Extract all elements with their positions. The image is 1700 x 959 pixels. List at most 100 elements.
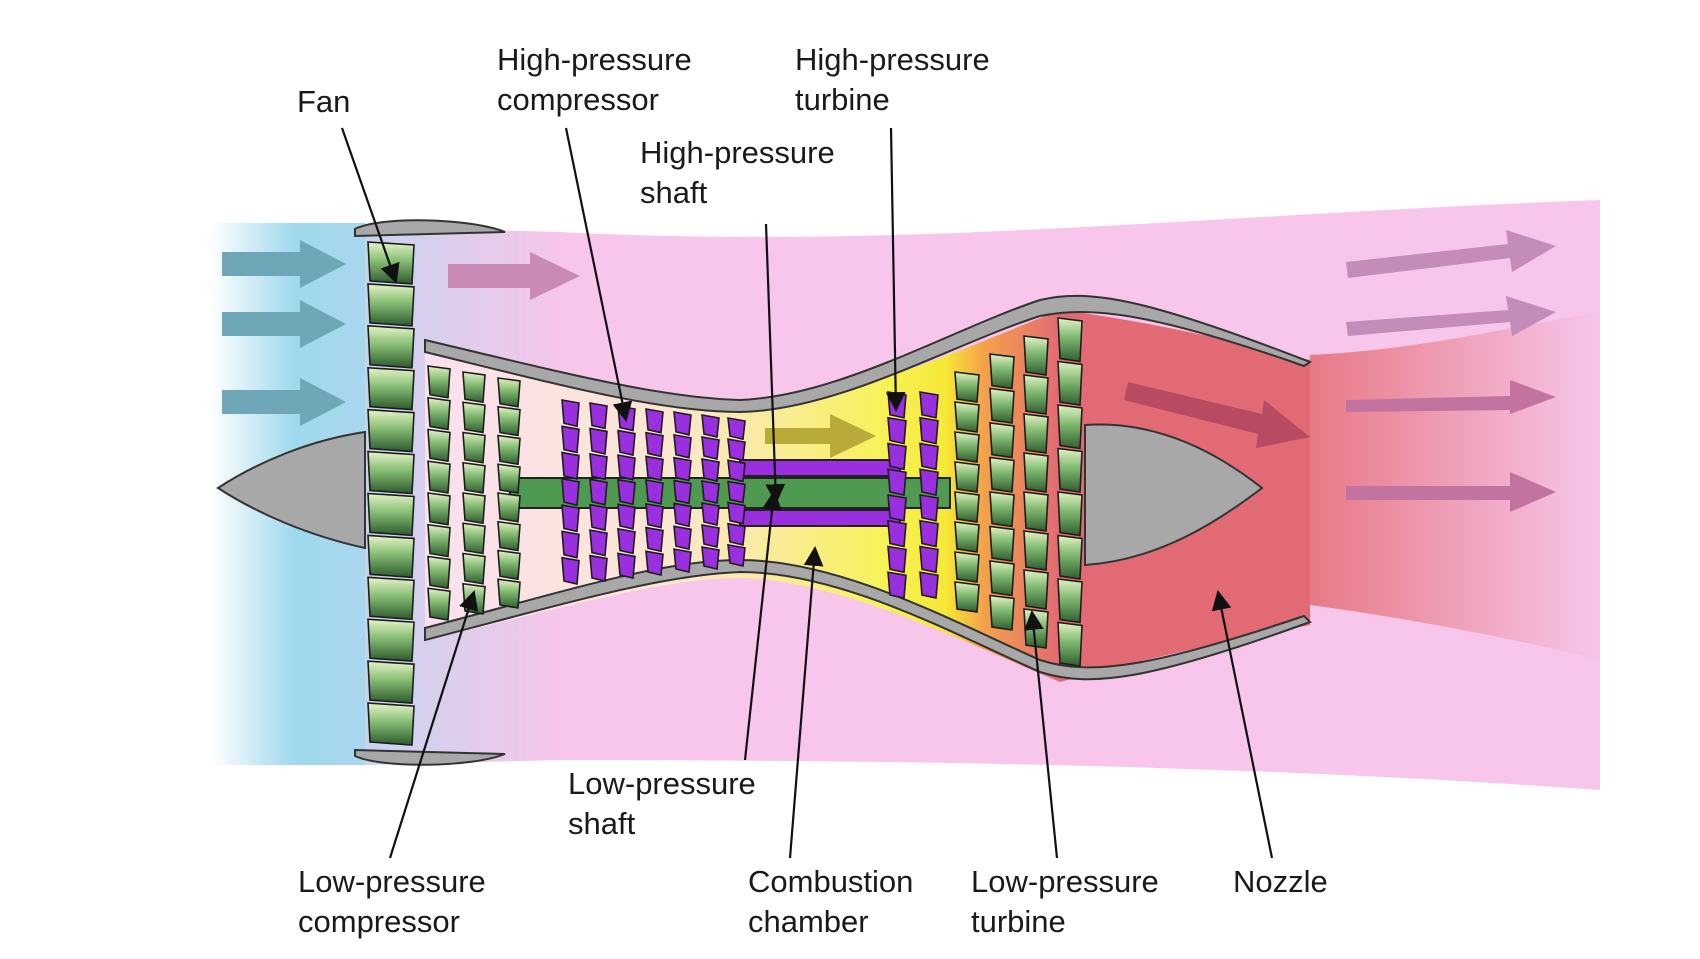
hpc-blade xyxy=(617,478,636,506)
lpt-blade xyxy=(954,431,980,463)
hpc-blade xyxy=(617,552,636,579)
hpc-blade xyxy=(645,502,664,529)
leader-lines xyxy=(340,127,1274,859)
hpc-blade xyxy=(673,411,692,436)
lpt-blade xyxy=(954,521,980,553)
lpc-blade xyxy=(427,365,451,399)
hpc-blade xyxy=(561,451,580,480)
lpt-blade xyxy=(989,525,1015,562)
lpc-blade xyxy=(462,522,486,555)
lpc-blade xyxy=(427,428,451,463)
lpc-blade xyxy=(497,520,521,552)
hpc-blade xyxy=(561,556,580,585)
lpc-blade xyxy=(427,396,451,431)
lpt-blade xyxy=(989,422,1015,459)
hpt-blade xyxy=(919,442,939,471)
exhaust-arrows-lower xyxy=(1346,380,1556,512)
hpc-blade xyxy=(617,429,636,457)
exhaust-arrows xyxy=(1346,230,1556,336)
hpc-blade xyxy=(589,529,608,557)
hpt-blade xyxy=(887,545,907,574)
hpt-blade xyxy=(919,571,939,599)
lpc-blade xyxy=(462,461,486,494)
hpt-blade xyxy=(887,468,907,496)
hpt-blade xyxy=(919,416,939,445)
label-low-pressure-turbine: Low-pressure turbine xyxy=(971,864,1167,939)
hpc-blade xyxy=(673,548,692,573)
lpt-blade xyxy=(1023,530,1049,571)
hpt-blade xyxy=(919,519,939,548)
hpc-blade xyxy=(561,399,580,428)
hpc-blade xyxy=(561,504,580,533)
label-high-pressure-turbine: High-pressure turbine xyxy=(795,42,998,117)
lpt-blade xyxy=(989,560,1015,597)
hpt-leader xyxy=(885,127,906,412)
low-pressure-compressor-blades xyxy=(427,365,521,621)
fan-blade xyxy=(367,241,415,285)
exhaust-arrow-icon xyxy=(1346,230,1556,278)
lpt-blade xyxy=(954,491,980,523)
hpc-blade xyxy=(589,554,608,582)
bypass-arrow-icon xyxy=(448,252,580,300)
lpc-blade xyxy=(497,492,521,523)
hpc-blade xyxy=(589,402,608,430)
hpc-blade xyxy=(673,433,692,459)
lpt-blade xyxy=(954,581,980,613)
label-high-pressure-shaft: High-pressure shaft xyxy=(640,135,843,210)
lpc-blade xyxy=(497,578,521,609)
high-pressure-compressor-blades xyxy=(561,399,746,585)
fan-blades xyxy=(367,241,415,746)
fan-blade xyxy=(367,450,415,495)
lpt-blade xyxy=(1023,569,1049,610)
hpc-blade xyxy=(673,525,692,551)
lpt-blade xyxy=(1057,360,1083,406)
fan-blade xyxy=(367,618,415,663)
exhaust-arrow-icon xyxy=(1346,472,1556,512)
fan-blade xyxy=(367,492,415,537)
hpc-blade xyxy=(617,503,636,530)
label-low-pressure-shaft: Low-pressure shaft xyxy=(568,766,764,841)
core-casing-top xyxy=(424,294,1313,414)
lpt-blade xyxy=(1057,317,1083,363)
lpt-blade xyxy=(989,594,1015,631)
hpc-blade xyxy=(561,477,580,507)
hpt-blade xyxy=(887,416,907,445)
lpc-blade xyxy=(462,582,486,615)
lpc-blade xyxy=(462,492,486,525)
flow-arrows xyxy=(222,230,1556,512)
fan-blade xyxy=(367,702,415,746)
fan-blade xyxy=(367,576,415,621)
lpt-blade xyxy=(1023,491,1049,532)
hpc-blade xyxy=(727,417,746,441)
hpc-blade xyxy=(645,408,664,434)
fan-blade xyxy=(367,324,415,369)
fan-blade xyxy=(367,660,415,704)
fan-blade xyxy=(367,408,415,453)
label-fan: Fan xyxy=(297,84,350,119)
intake-arrow-icon xyxy=(222,378,346,426)
label-high-pressure-compressor: High-pressure compressor xyxy=(497,42,700,117)
lpt-blade xyxy=(954,401,980,433)
high-pressure-shaft-top xyxy=(739,459,901,477)
lpt-blade xyxy=(1057,491,1083,537)
lpt-blade xyxy=(1023,374,1049,415)
intake-arrows xyxy=(222,240,346,426)
hpc-blade xyxy=(727,522,746,546)
hpc-blade xyxy=(701,546,720,570)
lpt-blade xyxy=(989,387,1015,424)
lpt-blade xyxy=(1057,447,1083,493)
hpt-blade xyxy=(887,442,907,471)
hpt-blade xyxy=(919,545,939,574)
high-pressure-turbine-blades xyxy=(887,391,939,599)
hpc-blade xyxy=(727,438,746,462)
hpc-blade xyxy=(673,502,692,528)
fan-blade xyxy=(367,366,415,411)
lpc-blade xyxy=(497,405,521,437)
lpt-blade xyxy=(1023,413,1049,454)
lpc-blade xyxy=(427,492,451,526)
lp-shaft-leader xyxy=(743,490,782,761)
lpt-blade xyxy=(989,456,1015,493)
hpc-blade xyxy=(561,425,580,454)
hpc-blade xyxy=(617,527,636,555)
nacelle-lip-bottom xyxy=(354,748,506,766)
